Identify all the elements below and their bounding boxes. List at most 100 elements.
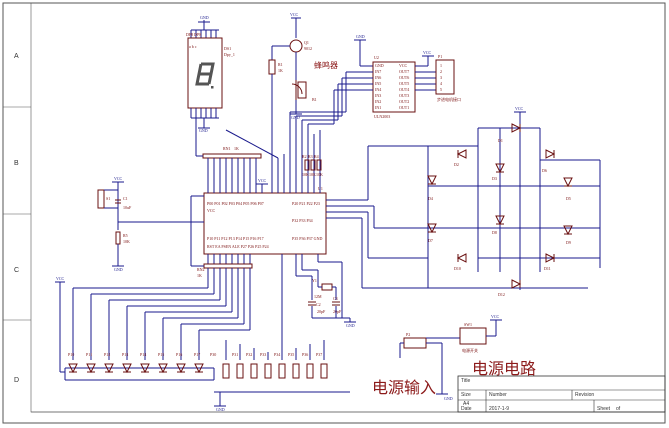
- display-name: Dpy_1: [224, 52, 235, 57]
- svg-text:P12: P12: [104, 352, 110, 357]
- svg-text:D4: D4: [428, 196, 433, 201]
- port-led-p10: P10: [68, 352, 78, 374]
- r5-ref: R5: [123, 233, 128, 238]
- r5-value: 10K: [123, 239, 130, 244]
- svg-text:P13: P13: [122, 352, 128, 357]
- svg-text:RST EA PSEN ALE P27 P26 P25 P2: RST EA PSEN ALE P27 P26 P25 P24: [207, 244, 269, 249]
- svg-text:P15: P15: [158, 352, 164, 357]
- svg-text:GND: GND: [375, 63, 384, 68]
- svg-text:P17: P17: [194, 352, 200, 357]
- led-d2: D2: [454, 149, 467, 167]
- crystal-ref: Y1: [312, 278, 317, 283]
- crystal-circuit: Y1 12M C2 20pF C3 20pF GND: [295, 254, 356, 328]
- led-d10: D10: [454, 253, 467, 271]
- c3-value: 20pF: [333, 309, 342, 314]
- led-d8: D8: [492, 215, 505, 235]
- driver-part: ULN2003: [374, 114, 390, 119]
- svg-text:P35: P35: [288, 352, 294, 357]
- svg-text:10K: 10K: [316, 172, 323, 177]
- svg-text:2: 2: [440, 69, 442, 74]
- svg-text:P34: P34: [274, 352, 280, 357]
- sheet-label: Sheet: [597, 406, 611, 412]
- svg-text:DP8 DP8: DP8 DP8: [186, 32, 201, 37]
- svg-text:5: 5: [440, 87, 442, 92]
- rn2-value: 1K: [197, 273, 202, 278]
- power-circuit-heading: 电源电路: [472, 359, 536, 378]
- svg-text:P20 P21 P22 P23: P20 P21 P22 P23: [292, 201, 320, 206]
- port-led-p15: P15: [158, 352, 168, 374]
- number-label: Number: [489, 392, 507, 398]
- svg-text:VCC: VCC: [114, 176, 123, 181]
- svg-text:P33: P33: [260, 352, 266, 357]
- svg-text:VCC: VCC: [56, 276, 65, 281]
- rn2-label: RN2: [197, 267, 205, 272]
- svg-text:IN1: IN1: [375, 105, 381, 110]
- led-d4: D4: [427, 175, 437, 201]
- date-label: Date: [461, 406, 472, 412]
- port-key-p32: P32: [246, 352, 258, 379]
- port-bus: VCC GND: [55, 254, 350, 412]
- svg-text:D6: D6: [542, 168, 547, 173]
- title-label: Title: [461, 378, 470, 384]
- svg-text:D3: D3: [492, 176, 497, 181]
- r4-label: R4: [314, 154, 319, 159]
- c2-ref: C2: [316, 302, 321, 307]
- power-input-heading: 电源输入: [372, 378, 436, 397]
- r3-label: R3: [308, 154, 313, 159]
- svg-text:P10 P11 P12 P13 P14 P15 P16 P1: P10 P11 P12 P13 P14 P15 P16 P17: [207, 236, 264, 241]
- r1-value: 1K: [278, 68, 283, 73]
- port-led-p13: P13: [122, 352, 132, 374]
- port-key-p30: P30: [210, 352, 230, 379]
- svg-text:IN4: IN4: [375, 87, 381, 92]
- svg-text:P31: P31: [232, 352, 238, 357]
- zone-letter-b: B: [14, 160, 19, 167]
- svg-text:D7: D7: [428, 238, 433, 243]
- svg-text:P37: P37: [316, 352, 322, 357]
- svg-text:OUT6: OUT6: [399, 75, 409, 80]
- c1-value: 10uF: [123, 205, 132, 210]
- svg-text:D5: D5: [566, 196, 571, 201]
- port-key-p36: P36: [302, 352, 314, 379]
- led-d11: D11: [544, 253, 556, 271]
- svg-text:P35 P36 P37 GND: P35 P36 P37 GND: [292, 236, 322, 241]
- stepper-header: P1 1 2 3 4 5 步进电机接口: [435, 54, 461, 102]
- s1-ref: S1: [106, 196, 110, 201]
- svg-text:P14: P14: [140, 352, 146, 357]
- zone-letter-c: C: [14, 267, 19, 274]
- sw1-ref: SW1: [464, 322, 472, 327]
- uln2003-driver: GND U2 ULN2003 GND IN7 IN6 IN5 IN4 IN3 I…: [333, 34, 436, 124]
- svg-text:GND: GND: [346, 323, 355, 328]
- buzzer-circuit: VCC Q1 9012 R1 1K 蜂鸣器 B1 GND: [268, 12, 338, 165]
- led-d12: D12: [498, 279, 522, 297]
- svg-text:IN5: IN5: [375, 81, 381, 86]
- svg-text:P00 P01 P02 P03 P04 P05 P06 P0: P00 P01 P02 P03 P04 P05 P06 P07: [207, 201, 264, 206]
- svg-text:OUT4: OUT4: [399, 87, 409, 92]
- header-p1-ref: P1: [438, 54, 442, 59]
- svg-text:GND: GND: [291, 115, 300, 120]
- p2-ref: P2: [406, 332, 410, 337]
- svg-text:GND: GND: [444, 396, 453, 401]
- led-d3: D3: [492, 163, 505, 181]
- svg-text:VCC: VCC: [207, 208, 216, 213]
- svg-text:GND: GND: [356, 34, 365, 39]
- svg-text:VCC: VCC: [399, 63, 408, 68]
- port-led-p12: P12: [104, 352, 114, 374]
- svg-text:OUT5: OUT5: [399, 81, 409, 86]
- svg-text:VCC: VCC: [491, 314, 500, 319]
- svg-text:GND: GND: [216, 407, 225, 412]
- port-led-p11: P11: [86, 352, 96, 374]
- port-key-p33: P33: [260, 352, 272, 379]
- port-key-p31: P31: [232, 352, 244, 379]
- svg-text:D12: D12: [498, 292, 505, 297]
- svg-text:10K: 10K: [302, 172, 309, 177]
- svg-text:P16: P16: [176, 352, 182, 357]
- svg-text:GND: GND: [200, 15, 209, 20]
- crystal-value: 12M: [314, 294, 322, 299]
- svg-text:OUT1: OUT1: [399, 105, 409, 110]
- title-block: Title Size A4 Number Revision Date 2017-…: [457, 375, 666, 413]
- svg-text:VCC: VCC: [290, 12, 299, 17]
- led-d9: D9: [563, 225, 573, 245]
- zone-letter-a: A: [14, 53, 19, 60]
- svg-text:P30: P30: [210, 352, 216, 357]
- svg-text:P36: P36: [302, 352, 308, 357]
